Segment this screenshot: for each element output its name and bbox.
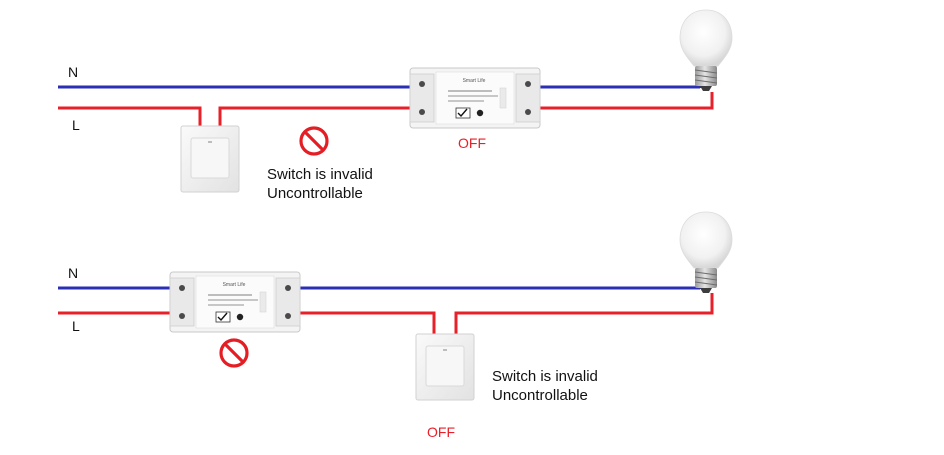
top-diagram	[58, 9, 733, 193]
top-relay-module	[409, 67, 541, 129]
bottom-off-label: OFF	[427, 424, 455, 440]
top-neutral-label: N	[68, 64, 79, 80]
top-neutral-wire	[58, 85, 702, 89]
bottom-switch-note-line1: Switch is invalid	[492, 368, 598, 385]
top-live-label: L	[72, 117, 80, 133]
bottom-switch-note-line2: Uncontrollable	[492, 387, 588, 404]
bottom-neutral-wire	[58, 286, 702, 290]
bottom-live-label: L	[72, 318, 80, 334]
bottom-relay-brand: Smart Life	[223, 282, 246, 288]
top-live-wire	[58, 92, 714, 126]
bottom-switch-note: Switch is invalid Uncontrollable	[492, 367, 598, 405]
top-switch-note-line2: Uncontrollable	[267, 185, 363, 202]
top-wall-switch	[180, 125, 240, 193]
top-switch-note-line1: Switch is invalid	[267, 166, 373, 183]
bottom-diagram	[58, 211, 733, 401]
bottom-live-wire	[58, 293, 714, 334]
bottom-wall-switch	[415, 333, 475, 401]
top-light-bulb	[679, 9, 733, 92]
bottom-light-bulb	[679, 211, 733, 294]
bottom-neutral-label: N	[68, 265, 79, 281]
top-relay-brand: Smart Life	[463, 78, 486, 84]
bottom-prohibit-icon	[219, 338, 249, 368]
bottom-relay-module	[169, 271, 301, 333]
top-switch-note: Switch is invalid Uncontrollable	[267, 165, 373, 203]
top-prohibit-icon	[299, 126, 329, 156]
top-off-label: OFF	[458, 135, 486, 151]
